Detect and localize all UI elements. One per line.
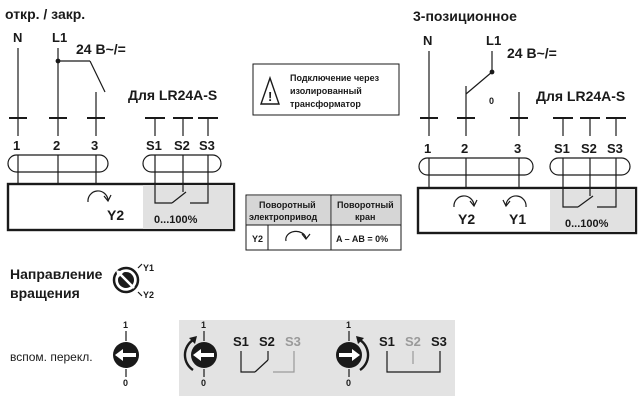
switch-a-pos-0: 0 <box>201 378 206 388</box>
switch-b-rotate-icon <box>359 339 370 371</box>
warning-line-1: Подключение через <box>290 73 380 83</box>
aux-s2: S2 <box>174 138 190 153</box>
direction-label-1: Направление <box>10 266 103 282</box>
aux-switch-label: вспом. перекл. <box>10 350 93 364</box>
aux-s3: S3 <box>199 138 215 153</box>
range-label: 0...100% <box>565 218 609 230</box>
actuator-box <box>416 186 638 235</box>
svg-text:!: ! <box>268 89 272 104</box>
aux-switch-area <box>143 185 233 229</box>
three-point-diagram: 3-позиционное N L1 24 В~/= 0 Для LR24A-S… <box>413 8 638 235</box>
rotation-table: Поворотный электропривод Поворотный кран… <box>245 194 402 251</box>
switch-a-s1: S1 <box>233 334 249 349</box>
switch-b-pos-0: 0 <box>346 378 351 388</box>
supply-voltage-label: 24 В~/= <box>76 41 126 57</box>
number-2: 2 <box>53 138 60 153</box>
rotate-cw-icon <box>453 195 475 208</box>
model-label: Для LR24A-S <box>128 87 217 103</box>
switch-b-s2: S2 <box>405 334 421 349</box>
y2-label: Y2 <box>458 211 475 227</box>
number-2: 2 <box>461 141 468 156</box>
rotate-arrow-icon <box>285 230 307 242</box>
table-row-value: A – AB = 0% <box>336 234 388 244</box>
aux-s1: S1 <box>146 138 162 153</box>
terminal-n-label: N <box>13 30 22 45</box>
direction-label-2: вращения <box>10 285 80 301</box>
y1-label: Y1 <box>509 211 526 227</box>
auxiliary-switch: вспом. перекл. 1 0 <box>10 320 139 388</box>
y2-label: Y2 <box>107 207 124 223</box>
warning-block: ! Подключение через изолированный трансф… <box>252 63 400 116</box>
aux-pos-1: 1 <box>123 320 128 330</box>
terminal-n-label: N <box>423 33 432 48</box>
rotate-ccw-icon <box>505 195 527 208</box>
warning-line-2: изолированный <box>290 86 362 96</box>
actuator-box <box>6 182 236 232</box>
number-1: 1 <box>13 138 20 153</box>
rotation-direction: Направление вращения Y1 Y2 <box>10 263 154 301</box>
table-header-valve-1: Поворотный <box>337 200 394 210</box>
number-3: 3 <box>514 141 521 156</box>
model-label: Для LR24A-S <box>536 88 625 104</box>
warning-frame <box>252 63 400 116</box>
supply-voltage-label: 24 В~/= <box>507 45 557 61</box>
switch-settings-panel: 1 0 S1 S2 S3 1 0 S1 S2 S3 <box>179 320 455 396</box>
switch-a-rotate-icon <box>183 339 194 371</box>
warning-triangle-icon <box>260 75 280 105</box>
switch-position-a: 1 0 S1 S2 S3 <box>183 320 301 388</box>
aux-s3: S3 <box>607 141 623 156</box>
switch-a-s3: S3 <box>285 334 301 349</box>
table-row-label: Y2 <box>252 234 263 244</box>
table-header-actuator-1: Поворотный <box>259 200 316 210</box>
number-1: 1 <box>424 141 431 156</box>
switch-b-pos-1: 1 <box>346 320 351 330</box>
number-3: 3 <box>91 138 98 153</box>
terminal-l1-label: L1 <box>52 30 67 45</box>
switch-a-pos-1: 1 <box>201 320 206 330</box>
table-header-actuator-2: электропривод <box>249 212 318 222</box>
switch-b-s1: S1 <box>379 334 395 349</box>
open-close-title: откр. / закр. <box>5 6 85 22</box>
aux-pos-0: 0 <box>123 378 128 388</box>
terminal-l1-label: L1 <box>486 33 501 48</box>
switch-b-s3: S3 <box>431 334 447 349</box>
cable-main <box>418 157 534 176</box>
range-label: 0...100% <box>154 214 198 226</box>
switch-position-b: 1 0 S1 S2 S3 <box>336 320 447 388</box>
cable-aux <box>142 154 222 173</box>
switch-a-s2: S2 <box>259 334 275 349</box>
warning-line-3: трансформатор <box>290 99 361 109</box>
zero-position: 0 <box>489 96 494 106</box>
direction-y2: Y2 <box>143 290 154 300</box>
direction-y1: Y1 <box>143 263 154 273</box>
table-header-valve-2: кран <box>355 212 375 222</box>
aux-s1: S1 <box>554 141 570 156</box>
settings-panel-bg <box>179 320 455 396</box>
three-point-title: 3-позиционное <box>413 8 517 24</box>
rotate-arrow-icon <box>87 190 109 203</box>
switch-contact <box>89 60 106 93</box>
open-close-diagram: откр. / закр. N L1 24 В~/= Для LR24A-S 1… <box>5 6 236 232</box>
switch-contact <box>465 71 493 95</box>
aux-s2: S2 <box>581 141 597 156</box>
